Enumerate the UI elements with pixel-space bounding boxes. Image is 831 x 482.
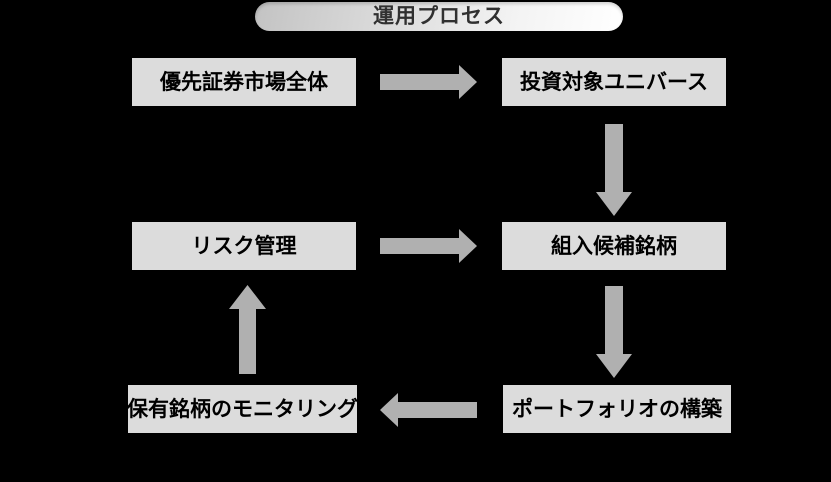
box-holdings-monitoring: 保有銘柄のモニタリング	[127, 385, 358, 433]
box-candidate-holdings: 組入候補銘柄	[502, 222, 726, 270]
arrow-left-icon	[380, 393, 477, 427]
box-risk-management: リスク管理	[132, 222, 356, 270]
arrow-right-icon	[380, 65, 477, 99]
box-label: リスク管理	[191, 234, 297, 258]
box-label: 組入候補銘柄	[551, 234, 677, 258]
box-label: 優先証券市場全体	[160, 70, 328, 94]
box-label: ポートフォリオの構築	[512, 397, 722, 421]
box-portfolio-construction: ポートフォリオの構築	[503, 385, 731, 433]
box-label: 保有銘柄のモニタリング	[127, 397, 358, 421]
arrow-down-icon	[596, 286, 632, 378]
box-preferred-securities-market: 優先証券市場全体	[132, 58, 356, 106]
box-investment-universe: 投資対象ユニバース	[502, 58, 726, 106]
box-label: 投資対象ユニバース	[520, 70, 708, 94]
arrow-down-icon	[596, 124, 632, 216]
arrow-up-icon	[229, 285, 266, 374]
arrow-right-icon	[380, 229, 477, 263]
title-pill: 運用プロセス	[255, 2, 623, 31]
diagram-title: 運用プロセス	[373, 5, 505, 28]
